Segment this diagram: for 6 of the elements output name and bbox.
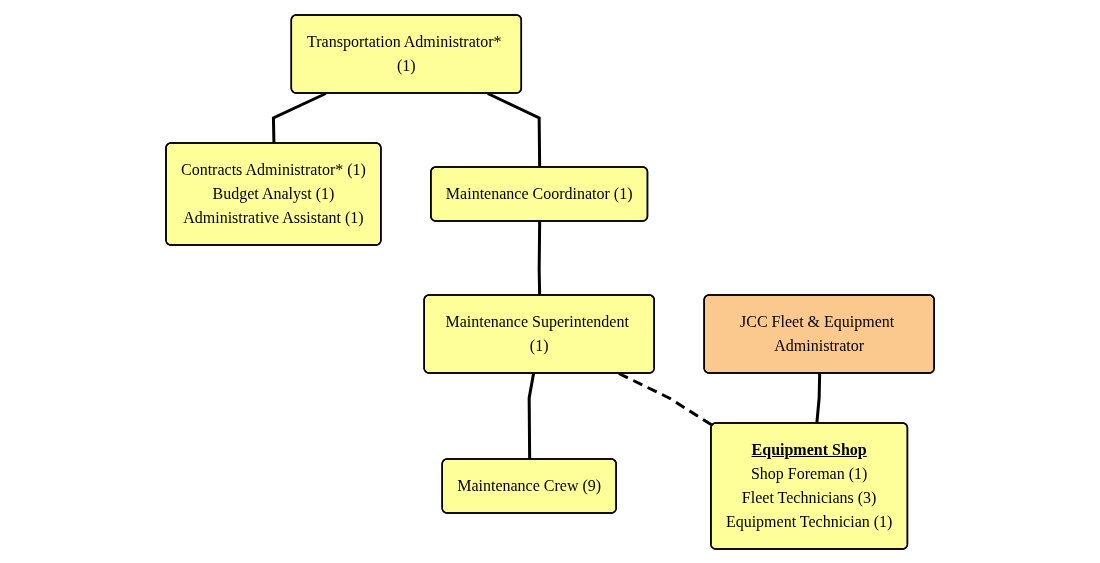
connector — [527, 372, 535, 459]
connector — [271, 91, 327, 144]
connector — [618, 371, 714, 427]
connector — [487, 91, 542, 167]
connector — [815, 372, 822, 424]
connector — [537, 220, 542, 296]
